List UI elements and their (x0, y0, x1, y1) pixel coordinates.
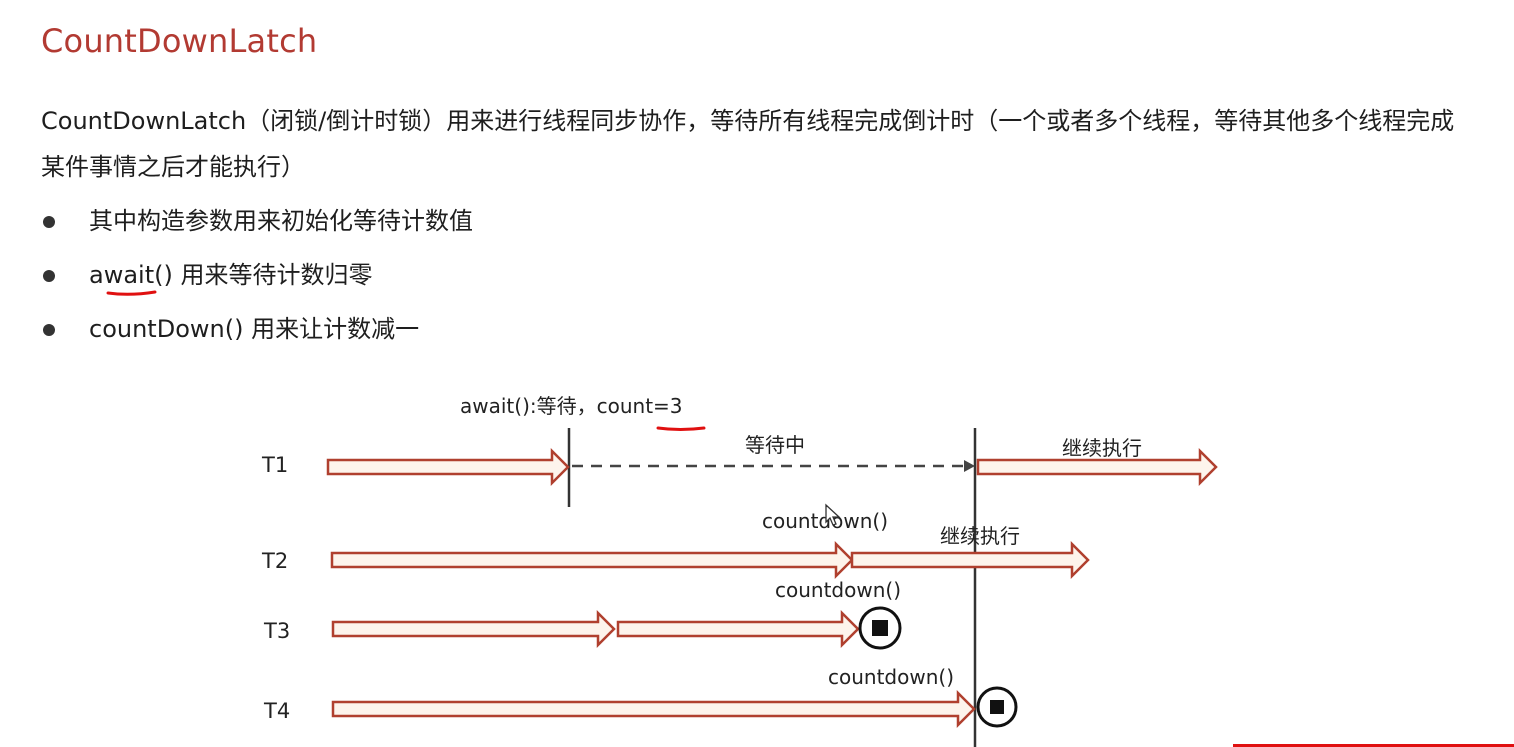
mouse-cursor-icon (825, 503, 841, 526)
t3-run-arrow-1 (331, 609, 616, 649)
await-label: await():等待，count=3 (460, 394, 683, 418)
thread-label-t4: T4 (263, 699, 290, 723)
bullet-text: 其中构造参数用来初始化等待计数值 (89, 207, 473, 235)
t2-continue-arrow (850, 540, 1090, 580)
t4-countdown-label: countdown() (828, 665, 954, 689)
t1-wait-arrowhead (964, 460, 975, 472)
t3-countdown-label: countdown() (775, 578, 901, 602)
slide-title: CountDownLatch (41, 22, 318, 60)
t1-run-arrow (326, 447, 570, 487)
bullet-item: 其中构造参数用来初始化等待计数值 (41, 198, 473, 252)
bullet-text: countDown() 用来让计数减一 (89, 315, 420, 343)
t3-run-arrow-2 (616, 609, 860, 649)
count-annotation-underline (656, 426, 706, 431)
t1-continue-label: 继续执行 (1062, 436, 1142, 460)
bullet-dot-icon (43, 324, 55, 336)
waiting-label: 等待中 (745, 433, 805, 457)
await-annotation-underline (106, 290, 157, 296)
bullet-list: 其中构造参数用来初始化等待计数值 await() 用来等待计数归零 countD… (41, 198, 473, 360)
thread-label-t3: T3 (263, 619, 290, 643)
t4-end-icon (976, 686, 1018, 728)
bullet-item: countDown() 用来让计数减一 (41, 306, 473, 360)
bullet-dot-icon (43, 270, 55, 282)
t4-run-arrow (331, 689, 976, 729)
t2-countdown-label: countdown() (762, 509, 888, 533)
bullet-text: await() 用来等待计数归零 (89, 261, 373, 289)
t1-continue-arrow (976, 447, 1218, 487)
t2-run-arrow (330, 540, 854, 580)
bullet-dot-icon (43, 216, 55, 228)
t3-end-icon (858, 606, 902, 650)
thread-label-t1: T1 (261, 453, 288, 477)
t2-continue-label: 继续执行 (940, 524, 1020, 548)
thread-label-t2: T2 (261, 549, 288, 573)
bottom-red-strip (1233, 744, 1514, 747)
bullet-item: await() 用来等待计数归零 (41, 252, 473, 306)
intro-paragraph: CountDownLatch（闭锁/倒计时锁）用来进行线程同步协作，等待所有线程… (41, 107, 1455, 181)
